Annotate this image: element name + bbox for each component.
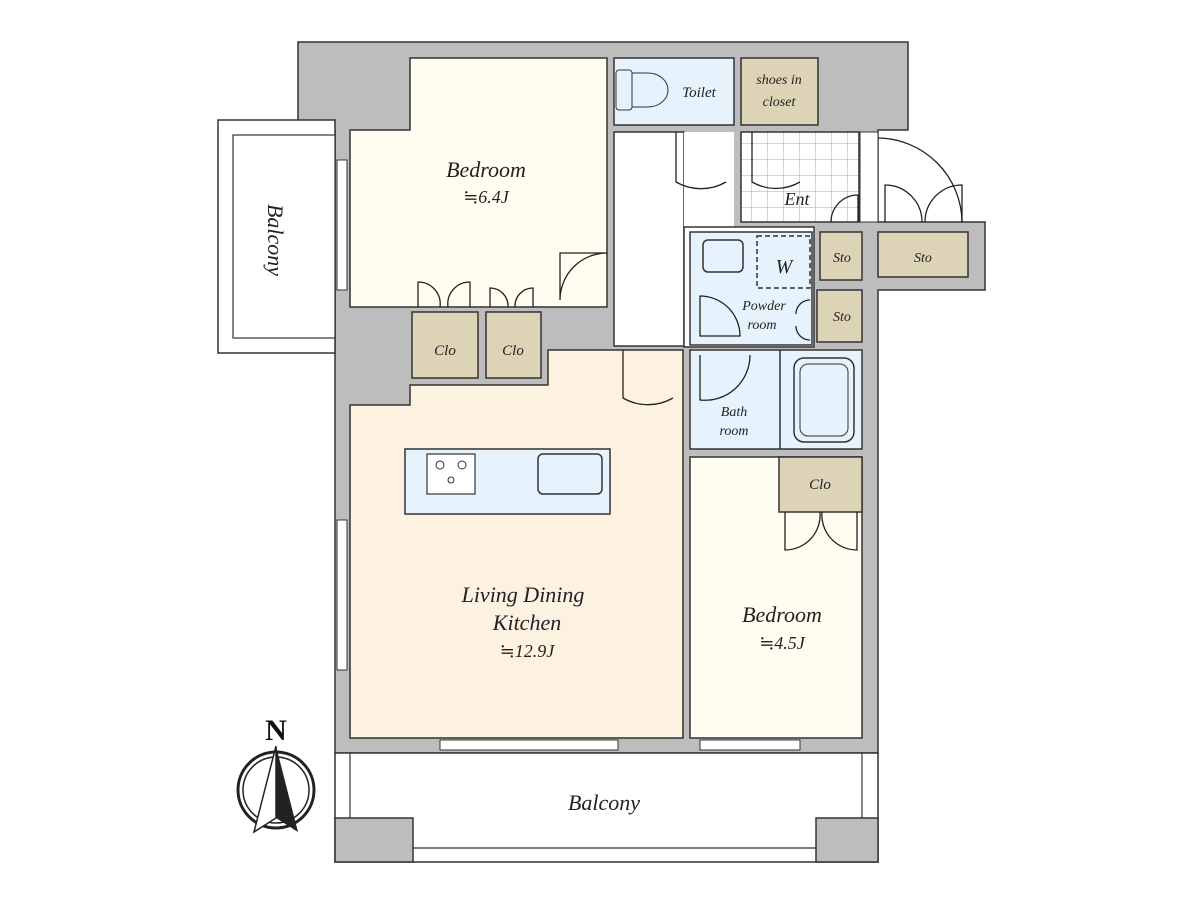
- balcony-south: [334, 752, 879, 863]
- balcony-corner-left: [334, 817, 414, 863]
- closet-2-label: Clo: [502, 343, 524, 359]
- washer-label: W: [776, 256, 795, 278]
- compass-icon: N: [236, 714, 316, 834]
- shoes-closet: [740, 57, 819, 126]
- living-dining-kitchen: [349, 349, 684, 739]
- bath-label-1: Bath: [721, 405, 747, 420]
- balcony-west-inner: [232, 134, 336, 339]
- storage-2-label: Sto: [833, 310, 851, 325]
- toilet-icon: [615, 69, 669, 111]
- bedroom-1: [349, 57, 608, 308]
- closet-1: [411, 311, 479, 379]
- storage-1-label: Sto: [833, 251, 851, 266]
- window-ldk-west: [336, 519, 348, 671]
- storage-2: [816, 289, 863, 343]
- balcony-south-label: Balcony: [568, 790, 640, 815]
- entrance-label: Ent: [784, 189, 811, 209]
- hallway: [613, 131, 685, 347]
- bath-label-2: room: [719, 424, 748, 439]
- powder-room-label-2: room: [747, 318, 776, 333]
- compass-north-label: N: [265, 714, 287, 747]
- balcony-corner-right: [815, 817, 879, 863]
- bedroom1-size: ≒6.4J: [463, 187, 510, 207]
- storage-3: [877, 231, 969, 278]
- window-bedroom2: [699, 739, 801, 751]
- shoes-closet-label-2: closet: [763, 95, 797, 110]
- stove-icon: [426, 453, 476, 495]
- window-ldk: [439, 739, 619, 751]
- closet-2: [485, 311, 542, 379]
- bedroom2-size: ≒4.5J: [759, 633, 806, 653]
- storage-1: [819, 231, 863, 281]
- balcony-west-label: Balcony: [263, 204, 288, 276]
- kitchen-sink-icon: [537, 453, 603, 495]
- powder-room-label-1: Powder: [741, 299, 786, 314]
- shoes-closet-label-1: shoes in: [756, 73, 802, 88]
- washer-space: [756, 235, 811, 289]
- door-swings: [417, 132, 963, 551]
- closet-3-label: Clo: [809, 477, 831, 493]
- window-bedroom1: [336, 159, 348, 291]
- toilet-label: Toilet: [682, 85, 716, 101]
- bedroom2-label: Bedroom: [742, 602, 822, 627]
- bedroom1-label: Bedroom: [446, 157, 526, 182]
- storage-3-label: Sto: [914, 251, 932, 266]
- ldk-label-1: Living Dining: [461, 582, 585, 607]
- sink-icon: [702, 239, 744, 273]
- bathtub-icon: [793, 357, 855, 443]
- ldk-label-2: Kitchen: [492, 610, 561, 635]
- ldk-size: ≒12.9J: [500, 641, 556, 661]
- closet-3: [778, 456, 863, 513]
- closet-1-label: Clo: [434, 343, 456, 359]
- entrance: [740, 131, 860, 223]
